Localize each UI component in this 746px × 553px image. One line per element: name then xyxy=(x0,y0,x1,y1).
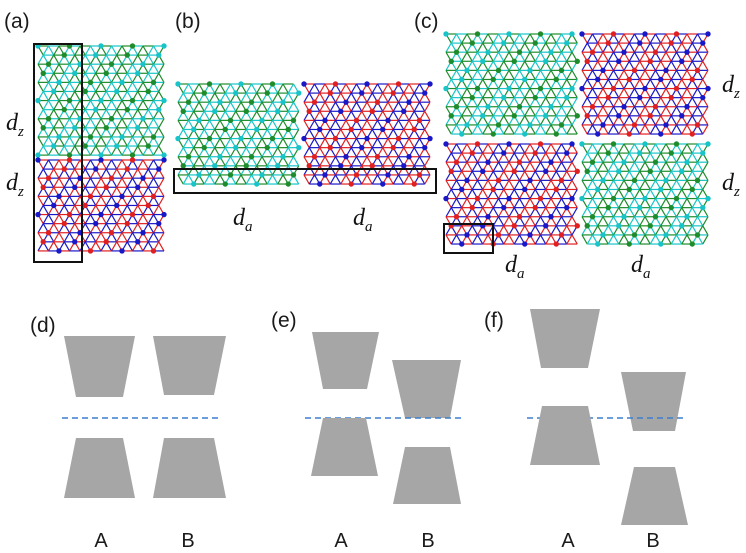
lattice-nodes xyxy=(301,81,433,187)
block-d-b-bottom xyxy=(153,438,226,498)
lattice-nodes xyxy=(579,141,711,247)
lattice-edges xyxy=(581,33,709,135)
panel-label-b: (b) xyxy=(175,10,201,33)
dim-main: d xyxy=(6,110,19,136)
lattice-edges xyxy=(445,33,578,135)
block-f-b-top xyxy=(621,372,686,431)
block-e-b-bottom xyxy=(393,447,461,504)
dim-label-da-c-right: da xyxy=(631,252,651,282)
highlight-box-c xyxy=(443,223,494,254)
lattice-edges xyxy=(37,159,165,252)
lattice-edges xyxy=(445,143,578,245)
highlight-box-b xyxy=(173,168,437,194)
lattice-nodes xyxy=(175,81,302,187)
dim-label-da-c-left: da xyxy=(505,252,525,282)
block-d-a-bottom xyxy=(64,438,135,498)
dim-sub: z xyxy=(17,184,24,200)
dim-sub: z xyxy=(733,86,740,102)
dim-main: d xyxy=(722,170,735,196)
dim-main: d xyxy=(722,72,735,98)
dim-label-dz-c-bottom: dz xyxy=(722,170,740,200)
lattice-nodes xyxy=(35,43,167,158)
dim-sub: a xyxy=(365,219,373,235)
highlight-box-a xyxy=(33,43,83,263)
lattice-nodes xyxy=(579,31,711,137)
dim-sub: z xyxy=(733,184,740,200)
block-e-a-top xyxy=(312,332,379,389)
block-d-a-top xyxy=(64,336,135,397)
dim-sub: a xyxy=(245,219,253,235)
dim-main: d xyxy=(505,252,518,278)
dim-label-da-b-left: da xyxy=(233,205,253,235)
dim-main: d xyxy=(631,252,644,278)
lattice-edges xyxy=(581,143,709,245)
dim-label-dz-a-bottom: dz xyxy=(6,170,24,200)
block-f-a-bottom xyxy=(530,406,600,465)
column-label-f-a: A xyxy=(561,530,575,552)
dim-sub: a xyxy=(517,266,525,282)
dim-main: d xyxy=(353,205,366,231)
dim-label-dz-a-top: dz xyxy=(6,110,24,140)
dim-label-da-b-right: da xyxy=(353,205,373,235)
panel-label-f: (f) xyxy=(484,309,504,332)
block-d-b-top xyxy=(153,336,226,395)
panel-label-e: (e) xyxy=(271,309,297,332)
dim-main: d xyxy=(233,205,246,231)
dim-label-dz-c-top: dz xyxy=(722,72,740,102)
column-label-e-a: A xyxy=(334,530,348,552)
dim-main: d xyxy=(6,170,19,196)
panel-label-a: (a) xyxy=(4,10,30,33)
block-f-b-bottom xyxy=(621,467,688,525)
column-label-d-b: B xyxy=(181,530,194,552)
lattice-nodes xyxy=(35,157,167,254)
block-e-a-bottom xyxy=(311,418,378,476)
column-label-e-b: B xyxy=(421,530,434,552)
block-e-b-top xyxy=(392,360,461,418)
block-f-a-top xyxy=(530,309,600,368)
dim-sub: z xyxy=(17,124,24,140)
panel-label-d: (d) xyxy=(30,314,56,337)
dim-sub: a xyxy=(643,266,651,282)
column-label-d-a: A xyxy=(94,530,108,552)
column-label-f-b: B xyxy=(646,530,659,552)
panel-label-c: (c) xyxy=(414,10,439,33)
lattice-nodes xyxy=(443,141,580,247)
lattice-nodes xyxy=(443,31,580,137)
lattice-layer xyxy=(35,31,711,254)
